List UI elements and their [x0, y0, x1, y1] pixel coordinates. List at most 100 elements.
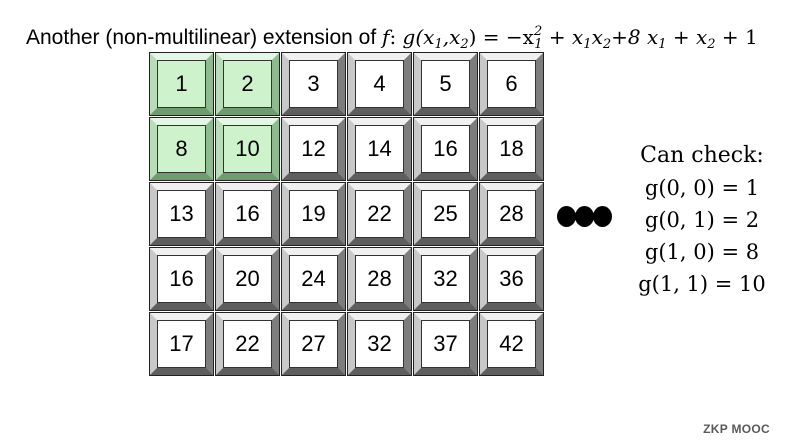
cell-bevel: [414, 183, 477, 245]
grid-cell: 20: [215, 247, 280, 311]
cell-bevel: [150, 53, 213, 115]
grid-cell: 32: [347, 312, 412, 376]
grid-cell: 5: [413, 52, 478, 116]
cell-bevel: [150, 118, 213, 180]
grid-cell: 19: [281, 182, 346, 246]
cell-bevel: [414, 53, 477, 115]
cell-bevel: [480, 248, 543, 310]
cell-value: 17: [157, 320, 206, 368]
grid-cell: 13: [149, 182, 214, 246]
cell-bevel: [150, 248, 213, 310]
cell-value: 27: [289, 320, 338, 368]
cell-bevel: [414, 313, 477, 375]
cell-bevel: [348, 118, 411, 180]
cell-bevel: [480, 118, 543, 180]
grid-cell: 32: [413, 247, 478, 311]
cell-bevel: [348, 183, 411, 245]
check-line: g(1, 0) = 8: [644, 240, 760, 264]
cell-bevel: [150, 183, 213, 245]
cell-bevel: [282, 53, 345, 115]
cell-value: 20: [223, 255, 272, 303]
cell-value: 16: [157, 255, 206, 303]
cell-bevel: [480, 53, 543, 115]
grid-cell: 18: [479, 117, 544, 181]
grid-cell: 14: [347, 117, 412, 181]
grid-cell: 37: [413, 312, 478, 376]
grid-cell: 12: [281, 117, 346, 181]
grid-cell: 10: [215, 117, 280, 181]
cell-bevel: [282, 313, 345, 375]
grid-cell: 1: [149, 52, 214, 116]
grid-cell: 16: [215, 182, 280, 246]
grid-cell: 22: [347, 182, 412, 246]
check-line: g(0, 1) = 2: [644, 208, 760, 232]
grid-cell: 28: [479, 182, 544, 246]
cell-value: 13: [157, 190, 206, 238]
cell-bevel: [282, 118, 345, 180]
cell-value: 36: [487, 255, 536, 303]
cell-value: 6: [487, 60, 536, 108]
cell-value: 12: [289, 125, 338, 173]
checks-panel: Can check: g(0, 0) = 1 g(0, 1) = 2 g(1, …: [618, 140, 786, 300]
cell-bevel: [282, 183, 345, 245]
cell-bevel: [414, 118, 477, 180]
grid-cell: 8: [149, 117, 214, 181]
cell-value: 8: [157, 125, 206, 173]
cell-value: 5: [421, 60, 470, 108]
cell-value: 1: [157, 60, 206, 108]
cell-bevel: [480, 183, 543, 245]
cell-value: 16: [223, 190, 272, 238]
cell-value: 24: [289, 255, 338, 303]
cell-bevel: [282, 248, 345, 310]
grid-cell: 27: [281, 312, 346, 376]
cell-value: 28: [487, 190, 536, 238]
cell-bevel: [216, 248, 279, 310]
cell-value: 14: [355, 125, 404, 173]
cell-bevel: [216, 313, 279, 375]
grid-cell: 2: [215, 52, 280, 116]
cell-bevel: [480, 313, 543, 375]
grid-cell: 6: [479, 52, 544, 116]
cell-value: 28: [355, 255, 404, 303]
cell-value: 32: [355, 320, 404, 368]
grid-cell: 28: [347, 247, 412, 311]
cell-value: 37: [421, 320, 470, 368]
grid-cell: 36: [479, 247, 544, 311]
grid-cell: 25: [413, 182, 478, 246]
cell-value: 18: [487, 125, 536, 173]
grid-cell: 16: [413, 117, 478, 181]
check-line: g(0, 0) = 1: [644, 176, 760, 200]
cell-bevel: [348, 313, 411, 375]
slide-title: Another (non-multilinear) extension of f…: [26, 15, 786, 52]
cell-value: 4: [355, 60, 404, 108]
grid-cell: 17: [149, 312, 214, 376]
cell-bevel: [348, 53, 411, 115]
cell-bevel: [216, 53, 279, 115]
grid-cell: 24: [281, 247, 346, 311]
cell-value: 19: [289, 190, 338, 238]
grid-cell: 3: [281, 52, 346, 116]
title-formula: f: g(x1,x2) = −x21 + x1x2+8 x1 + x2 + 1: [382, 24, 758, 52]
cell-bevel: [216, 118, 279, 180]
cell-bevel: [348, 248, 411, 310]
ellipsis-dots: [557, 206, 613, 228]
check-line: g(1, 1) = 10: [638, 272, 766, 296]
cell-value: 25: [421, 190, 470, 238]
cell-value: 16: [421, 125, 470, 173]
grid-cell: 22: [215, 312, 280, 376]
course-footer: ZKP MOOC: [703, 422, 770, 436]
dot: [557, 206, 576, 227]
cell-value: 10: [223, 125, 272, 173]
cell-value: 22: [355, 190, 404, 238]
checks-heading: Can check:: [640, 143, 764, 168]
cell-value: 3: [289, 60, 338, 108]
cell-bevel: [414, 248, 477, 310]
dot: [575, 206, 594, 227]
grid-cell: 4: [347, 52, 412, 116]
cell-value: 32: [421, 255, 470, 303]
cell-bevel: [150, 313, 213, 375]
cell-bevel: [216, 183, 279, 245]
grid-cell: 16: [149, 247, 214, 311]
cell-value: 42: [487, 320, 536, 368]
